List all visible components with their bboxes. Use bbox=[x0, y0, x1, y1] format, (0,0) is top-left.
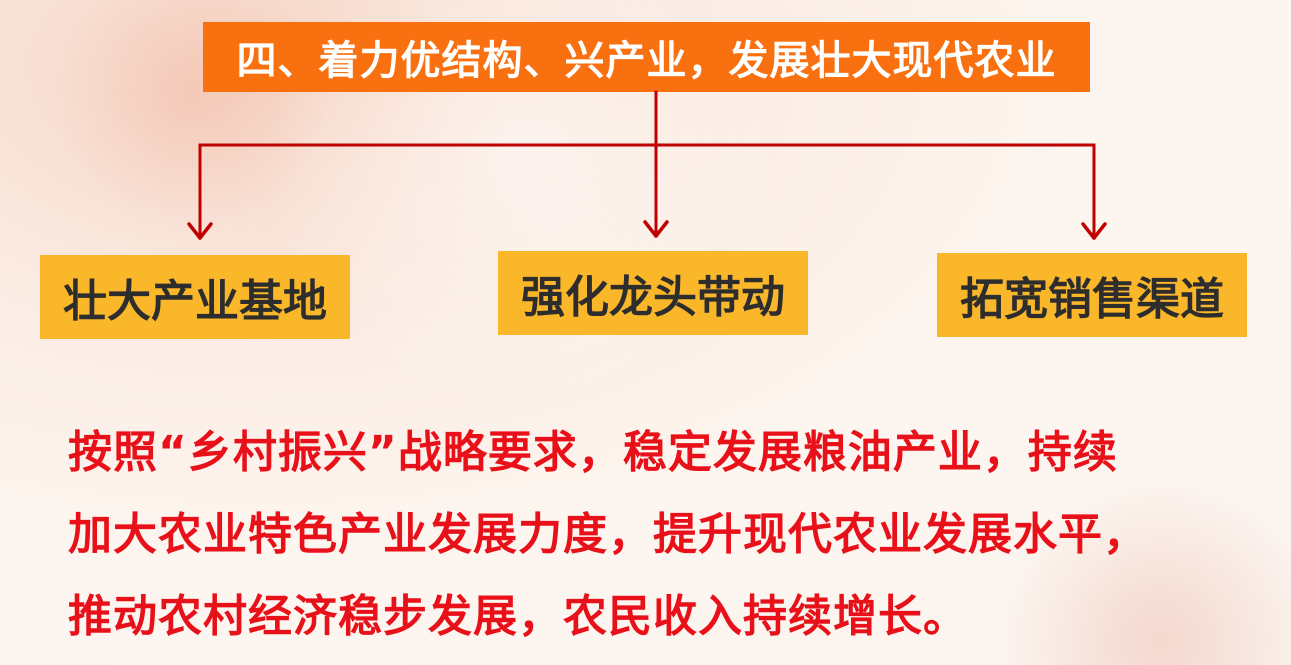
box-label: 强化龙头带动 bbox=[521, 272, 785, 323]
title-box: 四、着力优结构、兴产业，发展壮大现代农业 bbox=[203, 22, 1090, 92]
title-text: 四、着力优结构、兴产业，发展壮大现代农业 bbox=[236, 38, 1057, 84]
box-leading-enterprise: 强化龙头带动 bbox=[498, 251, 808, 335]
description-paragraph: 按照“乡村振兴”战略要求，稳定发展粮油产业，持续 加大农业特色产业发展力度，提升… bbox=[68, 412, 1248, 658]
box-label: 壮大产业基地 bbox=[63, 276, 327, 327]
arrow-center-icon bbox=[643, 220, 669, 238]
box-sales-channels: 拓宽销售渠道 bbox=[937, 253, 1247, 337]
paragraph-line: 推动农村经济稳步发展，农民收入持续增长。 bbox=[68, 591, 968, 642]
arrow-left-icon bbox=[187, 222, 213, 240]
box-industry-base: 壮大产业基地 bbox=[40, 255, 350, 339]
paragraph-line: 加大农业特色产业发展力度，提升现代农业发展水平， bbox=[68, 509, 1148, 560]
paragraph-line: 按照“乡村振兴”战略要求，稳定发展粮油产业，持续 bbox=[68, 427, 1118, 478]
box-label: 拓宽销售渠道 bbox=[960, 274, 1224, 325]
arrow-right-icon bbox=[1081, 222, 1107, 240]
